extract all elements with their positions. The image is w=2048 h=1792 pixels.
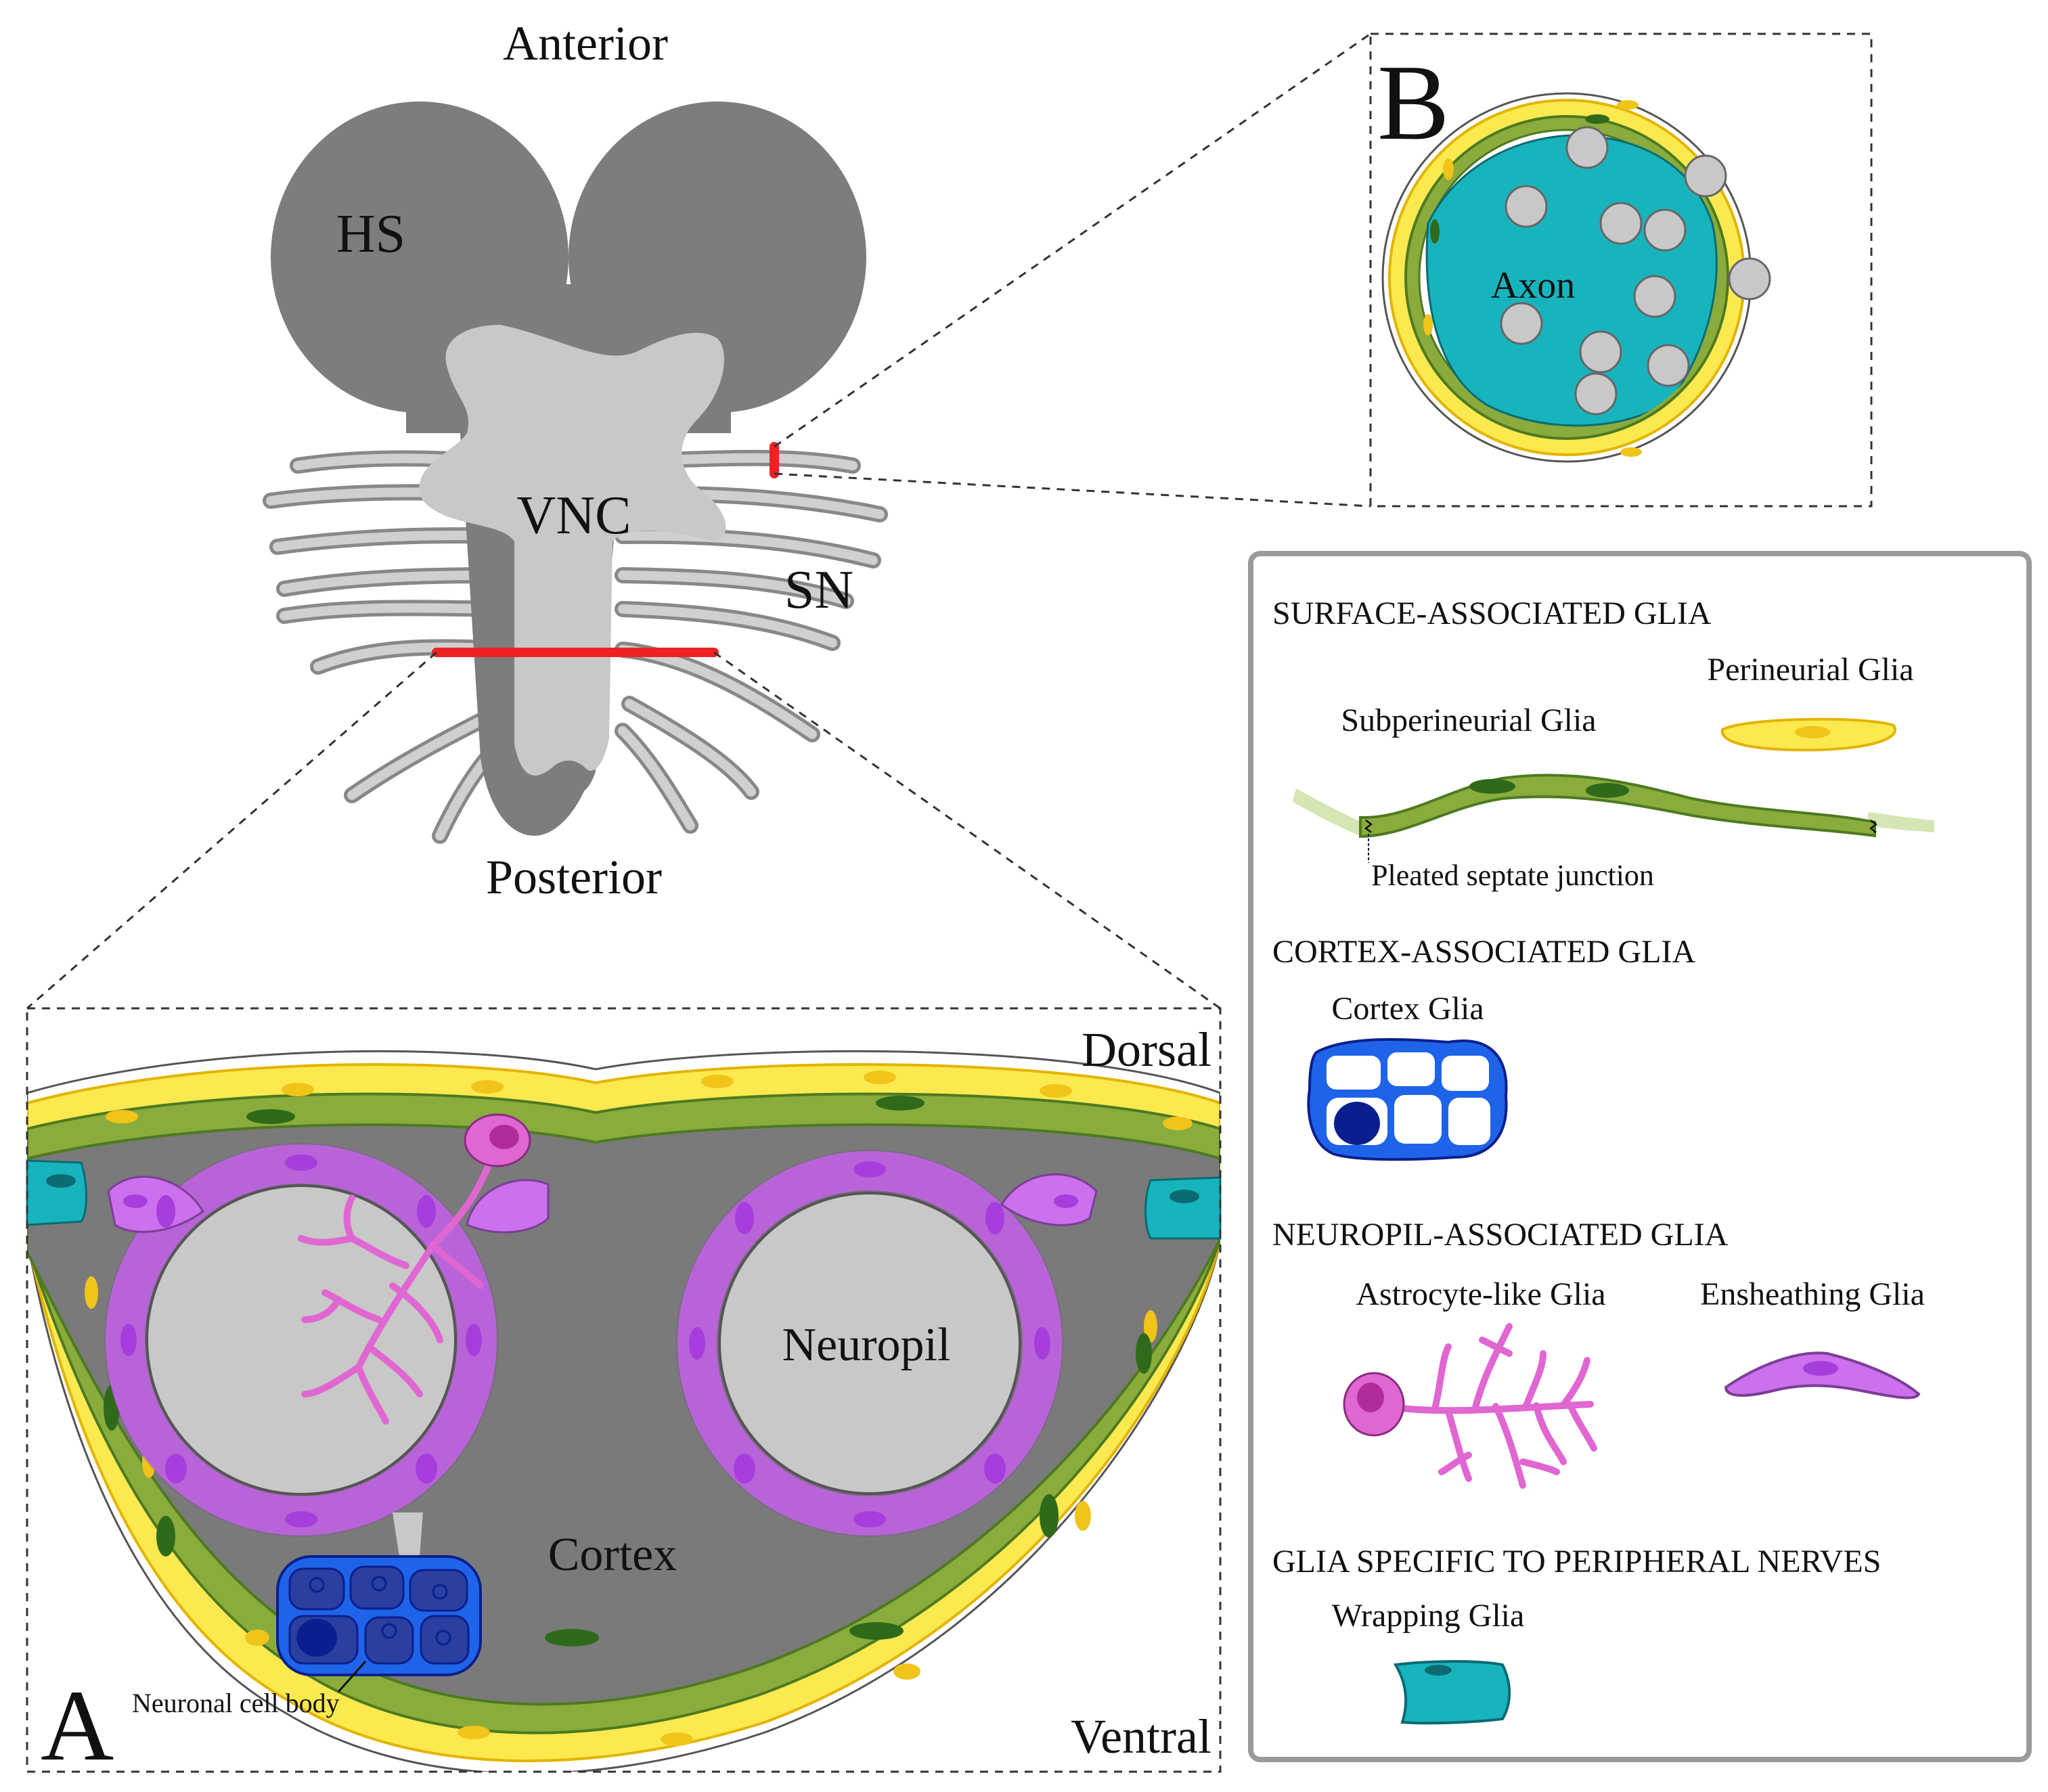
legend-peripheral-header: GLIA SPECIFIC TO PERIPHERAL NERVES (1272, 1544, 1881, 1580)
label-anterior: Anterior (503, 16, 668, 70)
zoom-guides (26, 32, 1371, 1010)
legend-perineurial-label: Perineurial Glia (1707, 652, 1913, 688)
label-sn: SN (784, 560, 853, 620)
panel-b-letter: B (1377, 42, 1450, 162)
cortex-glia-icon (1307, 1037, 1508, 1161)
panel-a: A Dorsal Ventral Neuropil Cortex Neurona… (26, 1007, 1222, 1782)
wrapping-glia-icon (1393, 1660, 1511, 1725)
cns-overview: Anterior HS VNC SN Posterior (26, 16, 1371, 1010)
label-axon: Axon (1491, 265, 1575, 307)
legend-ensheathing-label: Ensheathing Glia (1700, 1276, 1925, 1312)
ensheathing-nuclei (120, 1155, 1078, 1527)
legend-pleated-label: Pleated septate junction (1371, 859, 1654, 892)
axon-profiles (1500, 126, 1771, 416)
nerve-subperineurial-nuclei (1430, 114, 1609, 244)
legend-subperineurial-label: Subperineurial Glia (1341, 702, 1596, 738)
wrapping-nucleus-right (1170, 1190, 1199, 1203)
legend-wrapping-label: Wrapping Glia (1332, 1598, 1525, 1634)
label-posterior: Posterior (486, 850, 662, 904)
label-hs: HS (336, 204, 405, 264)
wrapping-glia-right (1144, 1176, 1222, 1240)
panel-a-letter: A (41, 1670, 114, 1782)
panel-b: B Axon (1369, 32, 1873, 508)
legend-panel: SURFACE-ASSOCIATED GLIA Perineurial Glia… (1248, 551, 2032, 1762)
ensheathing-glia-icon (1724, 1351, 1921, 1399)
wrapping-glia-nerve (1425, 134, 1718, 427)
perineurial-glia-icon (1720, 717, 1896, 752)
wrapping-nucleus-left (46, 1174, 76, 1188)
legend-astrocyte-label: Astrocyte-like Glia (1356, 1276, 1605, 1312)
label-neuropil: Neuropil (782, 1319, 951, 1371)
label-ventral: Ventral (1071, 1709, 1211, 1764)
perineurial-nuclei (85, 1071, 1193, 1746)
legend-cortex-glia-label: Cortex Glia (1331, 991, 1484, 1027)
label-cortex: Cortex (548, 1529, 677, 1581)
neuropil-right (718, 1192, 1021, 1495)
label-vnc: VNC (517, 486, 631, 545)
cortex-glia-cluster (276, 1555, 482, 1676)
astrocyte-nucleus (489, 1125, 519, 1149)
legend-neuropil-header: NEUROPIL-ASSOCIATED GLIA (1272, 1217, 1729, 1253)
label-neuronal-cell-body: Neuronal cell body (132, 1688, 340, 1718)
legend-cortex-header: CORTEX-ASSOCIATED GLIA (1272, 934, 1695, 970)
label-dorsal: Dorsal (1082, 1023, 1211, 1077)
neuropil-left (146, 1184, 457, 1496)
cell-body-pointer (337, 1661, 367, 1693)
subperineurial-nuclei (104, 1096, 1152, 1647)
subperineurial-glia-icon (1293, 774, 1934, 863)
astrocyte-glia-icon (1343, 1323, 1597, 1489)
axon-tract (393, 1513, 423, 1556)
panel-a-border (26, 1007, 1222, 1773)
legend-surface-header: SURFACE-ASSOCIATED GLIA (1272, 596, 1712, 631)
nerve-perineurial-nuclei (1423, 100, 1642, 457)
inner-neuropil-shape (419, 325, 726, 776)
wrapping-glia-left (26, 1159, 87, 1226)
